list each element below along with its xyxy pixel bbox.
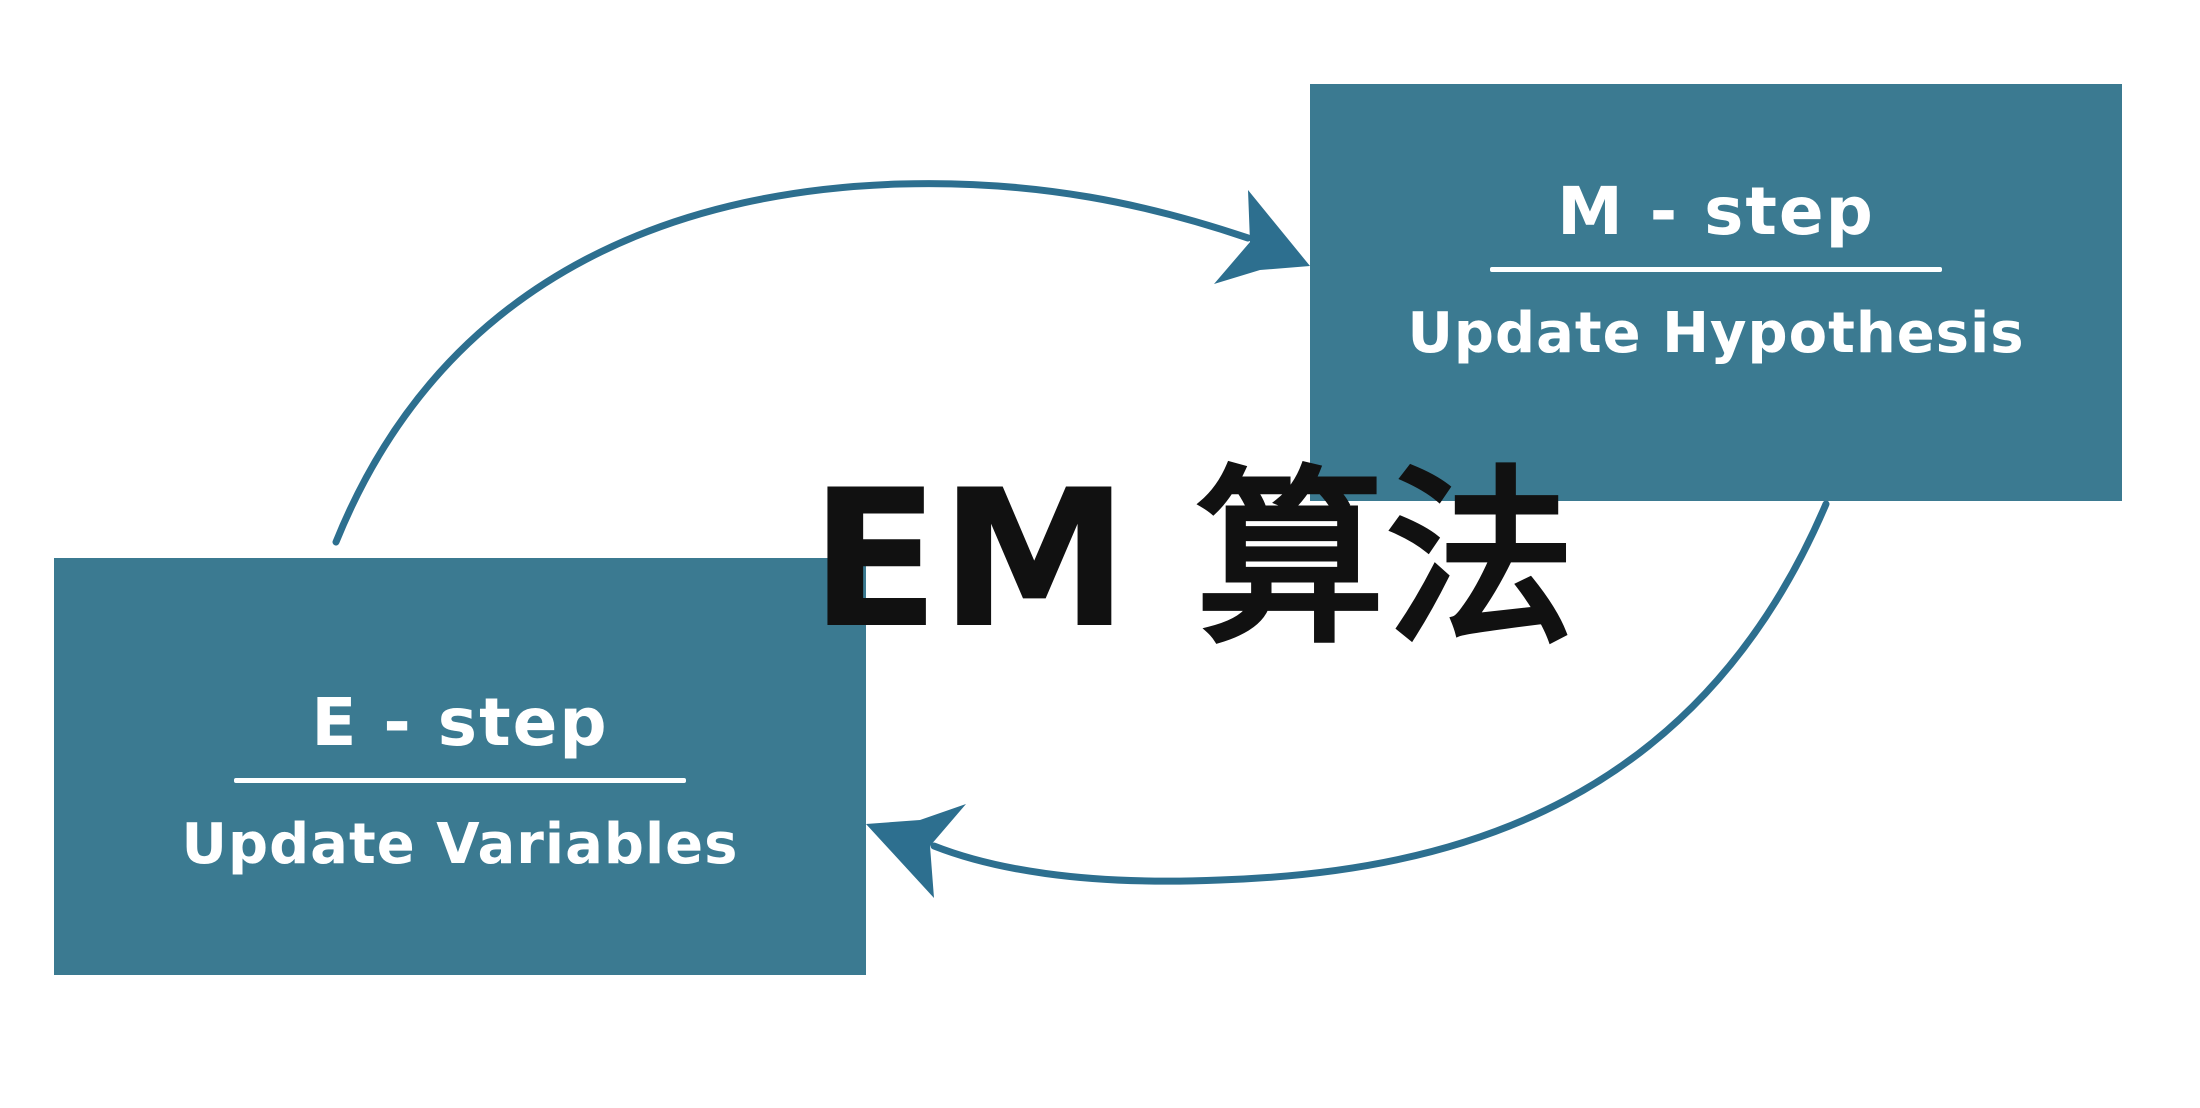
arrow-e-to-m bbox=[332, 180, 1252, 546]
diagram-title: EM 算法 bbox=[810, 449, 1576, 670]
e-step-box: E - step Update Variables bbox=[54, 558, 866, 975]
arrowhead-e-to-m bbox=[1214, 190, 1310, 284]
e-step-divider bbox=[234, 778, 686, 783]
arrowhead-m-to-e bbox=[866, 804, 966, 898]
m-step-description: Update Hypothesis bbox=[1407, 301, 2025, 366]
m-step-box: M - step Update Hypothesis bbox=[1310, 84, 2122, 501]
arrow-m-to-e bbox=[930, 500, 1830, 885]
m-step-title: M - step bbox=[1557, 173, 1875, 250]
e-step-description: Update Variables bbox=[181, 812, 739, 877]
e-step-title: E - step bbox=[311, 684, 609, 761]
m-step-divider bbox=[1490, 267, 1942, 272]
